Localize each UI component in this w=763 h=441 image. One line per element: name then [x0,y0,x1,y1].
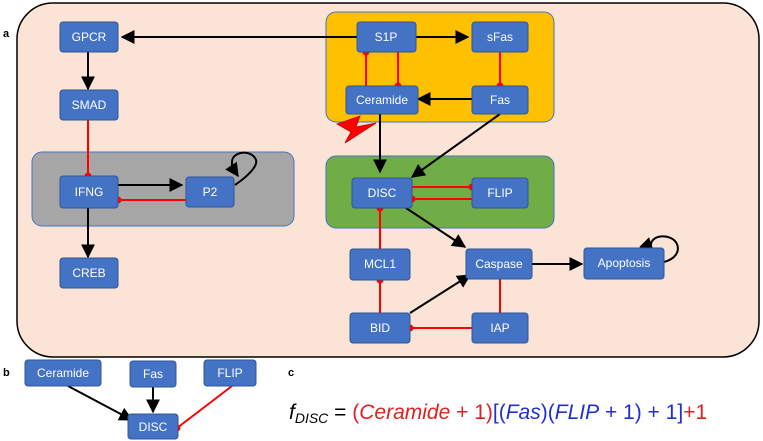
formula-flip: FLIP [554,401,600,424]
node-smad-label: SMAD [72,98,107,112]
sub-edge-ceramide-disc [67,385,134,421]
node-s1p[interactable] [356,21,417,53]
formula-subscript: DISC [294,410,329,426]
node-iap-label: IAP [490,321,509,335]
node-s1p-label: S1P [375,30,398,44]
node-disc-label: DISC [368,186,397,200]
formula-plus-4: + 1 [641,401,678,424]
node-creb-label: CREB [72,266,105,280]
panel-label-a: a [3,28,10,40]
activation-edges [81,30,679,314]
lightning-bolt-icon [336,115,377,144]
node-creb[interactable] [59,257,119,289]
node-p2[interactable] [185,176,235,208]
panel-label-b: b [3,367,10,379]
sub-node-disc-label: DISC [139,420,168,434]
node-ifng-label: IFNG [75,185,104,199]
node-flip-label: FLIP [487,186,512,200]
node-smad[interactable] [59,89,119,121]
nodes [59,21,665,344]
sub-node-ceramide[interactable] [24,359,102,387]
formula-function: f [289,401,295,424]
node-bid-label: BID [370,321,390,335]
sub-node-flip-label: FLIP [217,366,242,380]
formula-equals: = [328,401,353,424]
node-mcl1[interactable] [349,248,411,281]
formula-bracket-close: ] [677,401,684,424]
panel-label-c: c [288,367,294,379]
sub-activation-edges [67,385,160,421]
sub-node-fas-label: Fas [143,367,163,381]
sub-node-ceramide-label: Ceramide [37,366,89,380]
node-mcl1-label: MCL1 [364,257,396,271]
formula-open-1: ( [352,401,360,424]
edge-disc-caspase [405,207,467,248]
node-bid[interactable] [349,312,411,344]
node-ifng[interactable] [59,175,119,209]
sub-node-fas[interactable] [129,360,177,388]
formula-plus-1: + 1) [450,401,493,424]
node-apoptosis[interactable] [583,247,665,280]
sub-edge-flip-disc [176,385,233,429]
formula-fas: Fas [505,401,541,424]
node-ceramide[interactable] [345,85,419,115]
node-gpcr-label: GPCR [72,30,107,44]
node-disc[interactable] [351,177,413,209]
formula-bracket-open: [ [492,401,499,424]
node-iap[interactable] [471,312,529,344]
node-caspase-label: Caspase [475,257,523,271]
edge-p2-self [225,151,258,186]
sub-node-disc[interactable] [127,413,179,440]
node-sfas[interactable] [471,21,529,53]
inhibition-edges [87,52,501,329]
node-ceramide-label: Ceramide [356,93,408,107]
node-fas-label: Fas [490,93,510,107]
formula-ceramide: Ceramide [359,401,451,424]
sub-node-flip[interactable] [203,359,257,387]
formula-open-3: ( [547,401,555,424]
node-p2-label: P2 [203,185,218,199]
node-flip[interactable] [471,177,529,209]
formula-open-2: ( [498,401,506,424]
node-gpcr[interactable] [59,21,119,53]
formula-plus-5: +1 [683,401,708,424]
formula-close-2: ) [540,401,548,424]
formula-plus-3: + 1) [599,401,642,424]
edge-bid-caspase [409,274,472,314]
boolean-update-formula: fDISC = (Ceramide + 1)[(Fas)(FLIP + 1) +… [289,395,707,431]
edge-fas-disc [410,113,501,178]
node-sfas-label: sFas [487,30,513,44]
node-caspase[interactable] [465,248,533,280]
node-fas[interactable] [471,85,529,115]
node-apoptosis-label: Apoptosis [598,256,651,270]
